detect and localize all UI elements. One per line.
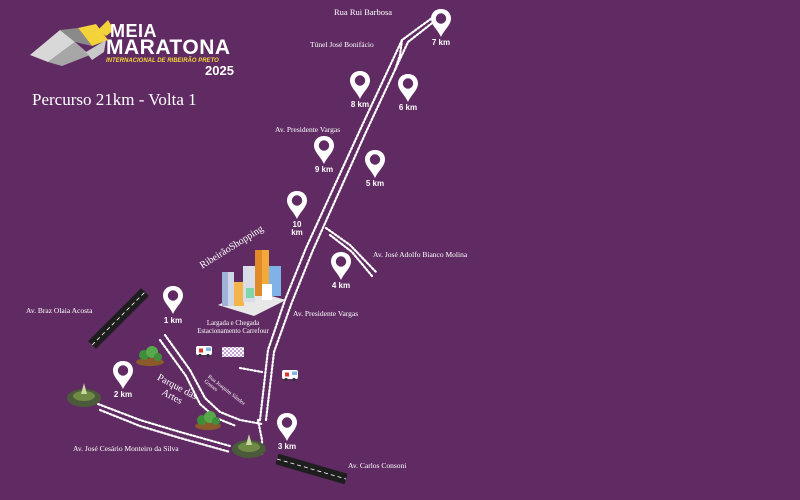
street-label-jose-cesario: Av. José Cesário Monteiro da Silva bbox=[73, 444, 179, 453]
logo-graphic bbox=[30, 20, 114, 66]
km-label-1: 1 km bbox=[163, 316, 183, 325]
ambulance-icon bbox=[282, 370, 298, 382]
km-label-4: 4 km bbox=[331, 281, 351, 290]
km-label-7: 7 km bbox=[431, 38, 451, 47]
map-pin-icon bbox=[314, 136, 334, 164]
logo-line-meia: MEIA bbox=[110, 21, 157, 41]
km-label-8: 8 km bbox=[350, 100, 370, 109]
map-pin-icon bbox=[350, 71, 370, 99]
street-label-pres-vargas-top: Av. Presidente Vargas bbox=[275, 125, 341, 134]
km-label-2: 2 km bbox=[113, 390, 133, 399]
map-pin-icon bbox=[113, 361, 133, 389]
roundabout-icon bbox=[67, 383, 101, 407]
map-pin-icon bbox=[398, 74, 418, 102]
map-pin-icon bbox=[287, 191, 307, 219]
street-label-pres-vargas-mid: Av. Presidente Vargas bbox=[293, 309, 359, 318]
map-pin-icon bbox=[277, 413, 297, 441]
map-title: Percurso 21km - Volta 1 bbox=[32, 90, 197, 109]
tree-icon bbox=[195, 411, 221, 430]
road-carlos bbox=[275, 453, 348, 485]
km-label-6: 6 km bbox=[398, 103, 418, 112]
logo-year: 2025 bbox=[205, 63, 234, 78]
roundabout-icon bbox=[232, 434, 266, 458]
km-label-3: 3 km bbox=[277, 442, 297, 451]
tree-icon bbox=[136, 346, 164, 366]
logo-subtitle: INTERNACIONAL DE RIBEIRÃO PRETO bbox=[106, 58, 219, 64]
ambulance-icon bbox=[196, 346, 212, 358]
street-label-adolfo: Av. José Adolfo Bianco Molina bbox=[373, 250, 468, 259]
road-braz bbox=[88, 288, 149, 349]
km-label-10: 10 km bbox=[291, 220, 303, 238]
city-buildings-icon bbox=[218, 250, 286, 316]
place-label-largada: Largada e Chegada Estacionamento Carrefo… bbox=[197, 320, 269, 335]
km-label-9: 9 km bbox=[314, 165, 334, 174]
route-path bbox=[96, 16, 438, 457]
street-label-braz: Av. Braz Olaia Acosta bbox=[26, 306, 93, 315]
street-label-tunel: Túnel José Bonifácio bbox=[310, 40, 374, 49]
street-label-carlos: Av. Carlos Consoni bbox=[348, 461, 407, 470]
map-pin-icon bbox=[431, 9, 451, 37]
km-label-5: 5 km bbox=[365, 179, 385, 188]
map-pin-icon bbox=[331, 252, 351, 280]
logo-line-maratona: MARATONA bbox=[106, 36, 231, 59]
map-pin-icon bbox=[365, 150, 385, 178]
map-pin-icon bbox=[163, 286, 183, 314]
street-label-rui-barbosa: Rua Rui Barbosa bbox=[334, 7, 393, 17]
checkered-flag-icon bbox=[222, 347, 244, 357]
